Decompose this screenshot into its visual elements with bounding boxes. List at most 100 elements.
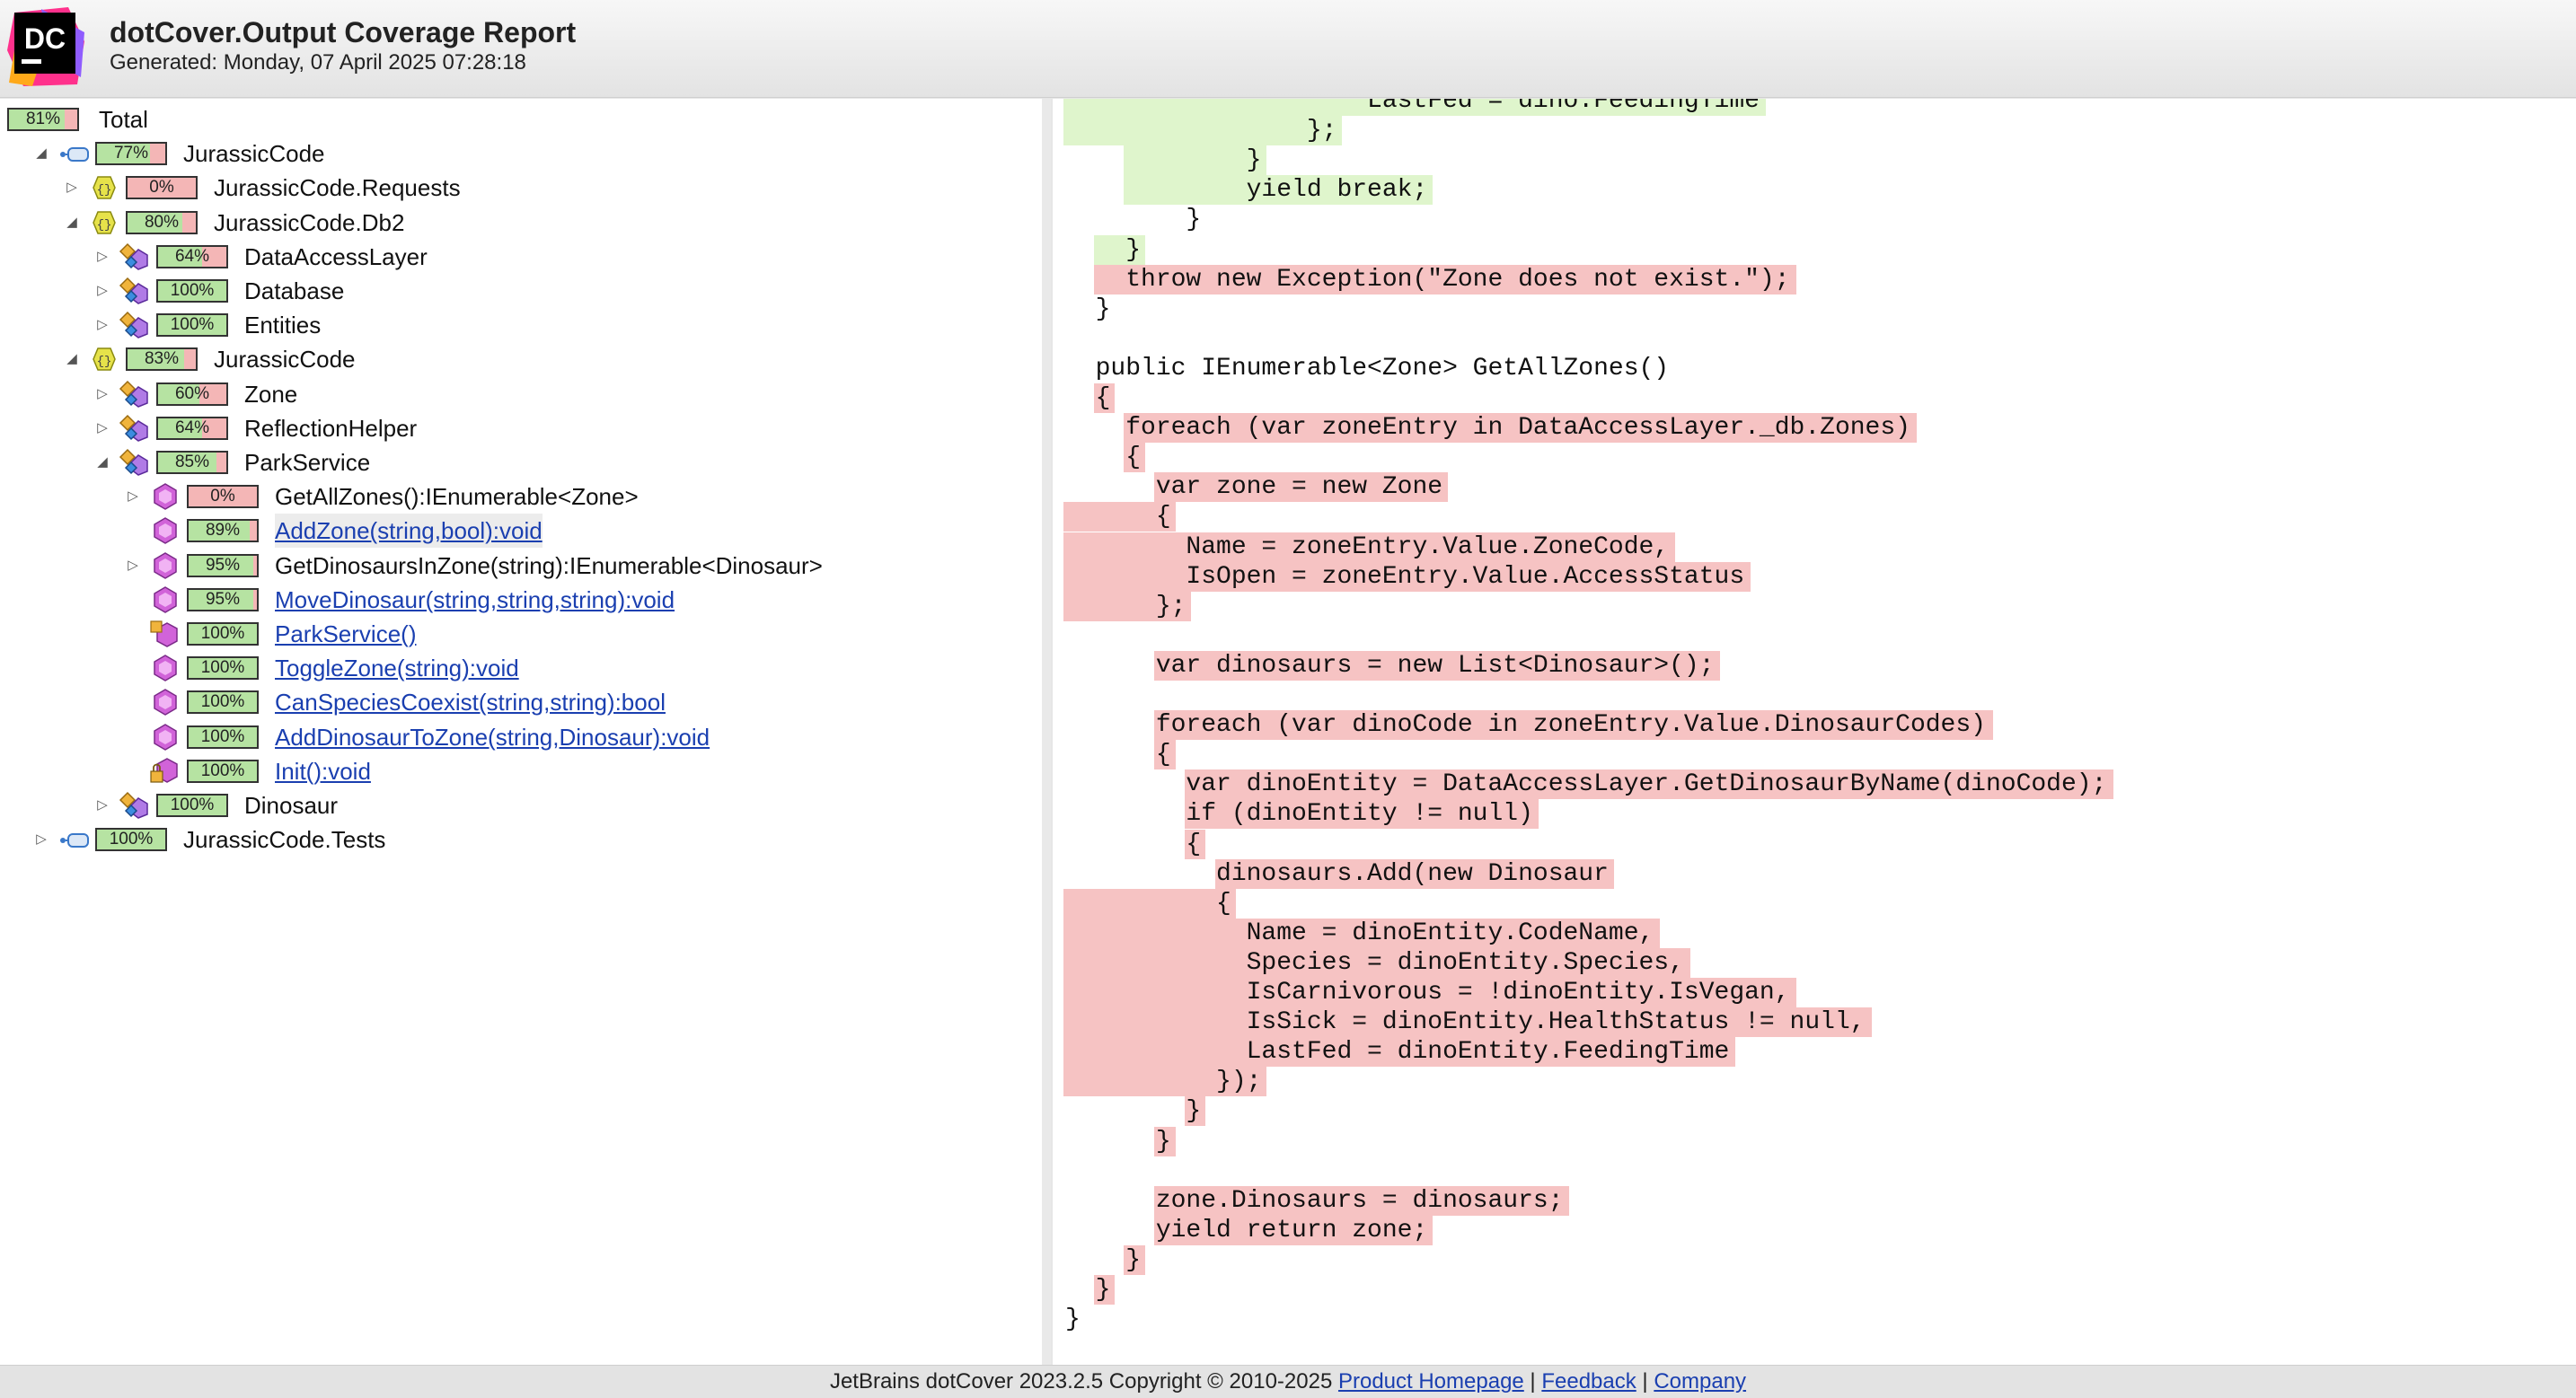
tree-node-label[interactable]: DataAccessLayer <box>244 242 428 270</box>
company-link[interactable]: Company <box>1654 1369 1747 1394</box>
tree-row[interactable]: ▷{}0%JurassicCode.Requests <box>0 171 1033 205</box>
tree-row[interactable]: 100%CanSpeciesCoexist(string,string):boo… <box>0 685 1033 719</box>
code-text: IsSick = dinoEntity.HealthStatus != null… <box>1065 1008 1866 1037</box>
tree-node-link[interactable]: Init():void <box>275 757 371 785</box>
tree-splitter[interactable] <box>1042 99 1051 1365</box>
tree-node-label[interactable]: JurassicCode.Db2 <box>214 208 405 236</box>
tree-row[interactable]: 95%MoveDinosaur(string,string,string):vo… <box>0 583 1033 617</box>
tree-node-label[interactable]: Dinosaur <box>244 792 339 819</box>
uncovered-highlight <box>1063 888 1237 919</box>
code-line: { <box>1065 829 2574 859</box>
tree-node-label[interactable]: Zone <box>244 380 298 408</box>
expand-arrow-icon[interactable]: ▷ <box>128 557 138 573</box>
tree-node-label[interactable]: Database <box>244 277 345 304</box>
tree-row[interactable]: ▷ 64% DataAccessLayer <box>0 240 1033 274</box>
tree-node-link[interactable]: CanSpeciesCoexist(string,string):bool <box>275 689 666 717</box>
tree-node-label[interactable]: Total <box>99 106 148 133</box>
tree-node-label[interactable]: JurassicCode <box>214 346 356 374</box>
method-icon <box>149 482 181 511</box>
tree-row[interactable]: 81%Total <box>0 102 1033 136</box>
collapse-arrow-icon[interactable]: ◢ <box>36 145 47 162</box>
expand-arrow-icon[interactable]: ▷ <box>97 419 108 435</box>
class-icon <box>119 791 151 820</box>
tree-row[interactable]: 100%Init():void <box>0 754 1033 788</box>
tree-node-link[interactable]: ToggleZone(string):void <box>275 655 519 682</box>
code-line: var dinosaurs = new List<Dinosaur>(); <box>1065 650 2574 681</box>
tree-node-label[interactable]: ParkService <box>244 449 371 476</box>
code-text: { <box>1065 503 1171 532</box>
class-icon <box>119 277 151 305</box>
coverage-percent-badge: 64% <box>156 244 228 268</box>
tree-node-link[interactable]: AddZone(string,bool):void <box>275 514 543 549</box>
tree-row[interactable]: ◢85%ParkService <box>0 445 1033 479</box>
footer-separator: | <box>1523 1369 1542 1394</box>
code-line: LastFed = dinoEntity.FeedingTime <box>1063 1037 2574 1068</box>
code-text: foreach (var zoneEntry in DataAccessLaye… <box>1065 414 1910 443</box>
tree-node-label[interactable]: ReflectionHelper <box>244 414 418 442</box>
code-line: } <box>1065 1244 2574 1275</box>
code-line: { <box>1065 740 2574 770</box>
private-method-icon <box>149 757 181 786</box>
uncovered-highlight <box>1124 413 1918 444</box>
expand-arrow-icon[interactable]: ▷ <box>97 797 108 813</box>
expand-arrow-icon[interactable]: ▷ <box>97 283 108 298</box>
tree-row[interactable]: ◢{}83%JurassicCode <box>0 342 1033 376</box>
uncovered-highlight <box>1063 947 1690 978</box>
tree-row[interactable]: ▷100%Dinosaur <box>0 788 1033 822</box>
expand-arrow-icon[interactable]: ▷ <box>128 488 138 505</box>
expander-spacer <box>124 685 142 719</box>
svg-text:{}: {} <box>97 218 112 233</box>
tree-row[interactable]: ◢{}80%JurassicCode.Db2 <box>0 206 1033 240</box>
tree-node-label[interactable]: GetAllZones():IEnumerable<Zone> <box>275 483 639 511</box>
class-icon <box>119 242 151 271</box>
source-code-view[interactable]: LastFed = dino.FeedingTime }; } yield br… <box>1053 99 2576 1365</box>
code-line: Name = zoneEntry.Value.ZoneCode, <box>1063 532 2574 562</box>
class-icon <box>119 380 151 409</box>
assembly-icon <box>57 139 90 168</box>
collapse-arrow-icon[interactable]: ◢ <box>66 351 77 367</box>
namespace-icon: {} <box>88 173 120 202</box>
tree-node-link[interactable]: MoveDinosaur(string,string,string):void <box>275 585 675 613</box>
tree-row[interactable]: ▷100%JurassicCode.Tests <box>0 822 1033 857</box>
expand-arrow-icon[interactable]: ▷ <box>97 248 108 264</box>
expand-arrow-icon[interactable]: ▷ <box>36 831 47 848</box>
tree-row[interactable]: 100%AddDinosaurToZone(string,Dinosaur):v… <box>0 720 1033 754</box>
code-line: } <box>1065 234 2574 265</box>
tree-node-label[interactable]: JurassicCode.Tests <box>183 826 386 854</box>
report-header: DC dotCover.Output Coverage Report Gener… <box>0 0 2576 98</box>
tree-row[interactable]: ▷0%GetAllZones():IEnumerable<Zone> <box>0 479 1033 514</box>
tree-row[interactable]: 100%ParkService() <box>0 617 1033 651</box>
feedback-link[interactable]: Feedback <box>1541 1369 1636 1394</box>
coverage-percent-badge: 100% <box>187 656 259 681</box>
uncovered-highlight <box>1093 1275 1116 1305</box>
uncovered-highlight <box>1093 383 1116 413</box>
tree-row[interactable]: 89%AddZone(string,bool):void <box>0 514 1033 549</box>
tree-node-label[interactable]: Entities <box>244 312 322 339</box>
uncovered-highlight <box>1184 829 1206 859</box>
tree-row[interactable]: ▷100%Entities <box>0 308 1033 342</box>
expand-arrow-icon[interactable]: ▷ <box>97 385 108 401</box>
tree-row[interactable]: ▷95%GetDinosaursInZone(string):IEnumerab… <box>0 549 1033 583</box>
product-homepage-link[interactable]: Product Homepage <box>1337 1369 1524 1394</box>
expand-arrow-icon[interactable]: ▷ <box>66 180 77 196</box>
code-line: } <box>1065 295 2574 324</box>
method-icon <box>149 688 181 717</box>
tree-node-link[interactable]: AddDinosaurToZone(string,Dinosaur):void <box>275 723 710 751</box>
collapse-arrow-icon[interactable]: ◢ <box>97 454 108 470</box>
tree-row[interactable]: ▷60%Zone <box>0 377 1033 411</box>
tree-row[interactable]: ▷100%Database <box>0 274 1033 308</box>
tree-row[interactable]: ▷64%ReflectionHelper <box>0 411 1033 445</box>
tree-node-label[interactable]: JurassicCode <box>183 140 325 168</box>
expand-arrow-icon[interactable]: ▷ <box>97 317 108 333</box>
code-line: { <box>1063 888 2574 919</box>
coverage-tree[interactable]: 81%Total◢77%JurassicCode▷{}0%JurassicCod… <box>0 99 1044 1365</box>
tree-node-label[interactable]: JurassicCode.Requests <box>214 174 461 202</box>
uncovered-highlight <box>1063 1037 1736 1068</box>
assembly-icon <box>57 825 90 854</box>
tree-node-link[interactable]: ParkService() <box>275 620 417 647</box>
code-text: } <box>1065 235 1142 264</box>
tree-row[interactable]: ◢77%JurassicCode <box>0 136 1033 171</box>
tree-row[interactable]: 100% ToggleZone(string):void <box>0 651 1033 685</box>
tree-node-label[interactable]: GetDinosaursInZone(string):IEnumerable<D… <box>275 551 823 579</box>
collapse-arrow-icon[interactable]: ◢ <box>66 214 77 230</box>
